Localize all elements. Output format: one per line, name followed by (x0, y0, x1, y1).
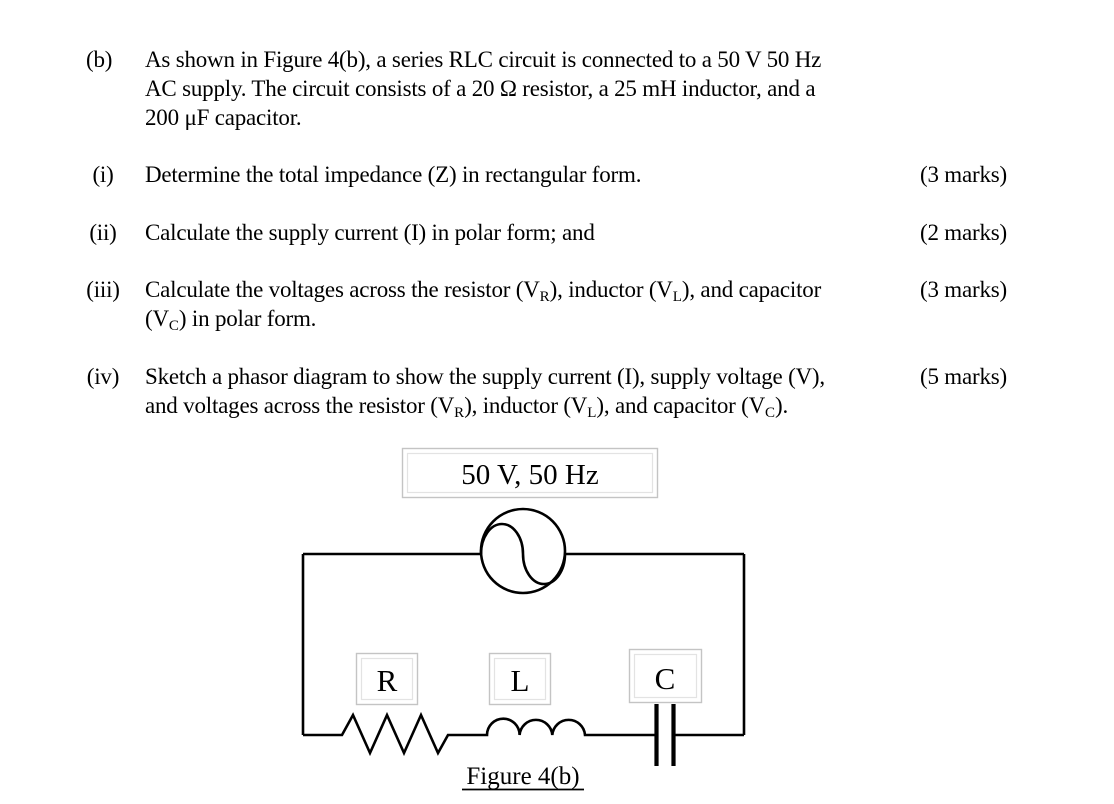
part-label: (b) (86, 47, 113, 72)
figure-caption-text: Figure 4(b) (466, 763, 579, 790)
item-iii-marks: (3 marks) (920, 277, 1007, 302)
text-segment: ), and capacitor (681, 277, 822, 302)
item-iii-line-1: Calculate the voltages across the resist… (145, 275, 935, 305)
ac-source-icon (479, 507, 567, 595)
resistor-box-outer (355, 652, 419, 706)
supply-label-box: 50 V, 50 Hz (401, 447, 659, 499)
text-segment: ), and capacitor (V (596, 393, 766, 418)
item-iv-line-1: Sketch a phasor diagram to show the supp… (145, 364, 825, 389)
item-iv-text: Sketch a phasor diagram to show the supp… (145, 362, 935, 421)
subscript-L: L (587, 405, 597, 421)
text-segment: (V (145, 306, 169, 331)
capacitor-icon (654, 704, 676, 766)
item-i-text: Determine the total impedance (Z) in rec… (145, 162, 642, 187)
rlc-circuit-figure: 50 V, 50 Hz R L (301, 447, 746, 791)
item-i-marks: (3 marks) (920, 162, 1007, 187)
intro-line-2: AC supply. The circuit consists of a 20 … (145, 76, 816, 101)
item-i-numeral: (i) (92, 162, 114, 187)
item-iv-numeral: (iv) (86, 364, 120, 389)
inductor-label: L (511, 663, 530, 698)
item-ii-marks: (2 marks) (920, 220, 1007, 245)
capacitor-box-inner (633, 653, 698, 699)
item-iv-line-2: and voltages across the resistor (VR), i… (145, 391, 935, 421)
item-iii-text: Calculate the voltages across the resist… (145, 275, 935, 334)
item-iii-numeral: (iii) (86, 277, 120, 302)
resistor-box-inner (360, 657, 414, 701)
question-intro: As shown in Figure 4(b), a series RLC ci… (145, 45, 821, 132)
inductor-box-inner (493, 657, 547, 701)
subscript-C: C (765, 405, 776, 421)
subscript-C: C (168, 318, 179, 334)
capacitor-label: C (655, 661, 676, 696)
inductor-label-box: L (488, 652, 552, 706)
supply-label: 50 V, 50 Hz (461, 459, 599, 491)
text-segment: ), inductor (V (549, 277, 673, 302)
resistor-label-box: R (355, 652, 419, 706)
text-segment: Calculate the voltages across the resist… (145, 277, 540, 302)
subscript-R: R (539, 289, 550, 305)
supply-label-box-outer (401, 447, 659, 499)
item-iii-line-2: (VC) in polar form. (145, 304, 935, 334)
text-segment: ). (775, 393, 789, 418)
sine-wave-icon (479, 522, 567, 586)
text-segment: ) in polar form. (178, 306, 317, 331)
item-iv-marks: (5 marks) (920, 364, 1007, 389)
item-ii-numeral: (ii) (89, 220, 117, 245)
capacitor-box-outer (628, 648, 703, 704)
subscript-L: L (672, 289, 682, 305)
inductor-box-outer (488, 652, 552, 706)
subscript-R: R (454, 405, 465, 421)
supply-label-box-inner (406, 452, 654, 494)
capacitor-label-box: C (628, 648, 703, 704)
intro-line-1: As shown in Figure 4(b), a series RLC ci… (145, 47, 822, 72)
figure-caption: Figure 4(b) (462, 763, 584, 791)
resistor-label: R (377, 663, 398, 698)
text-segment: and voltages across the resistor (V (145, 393, 455, 418)
text-segment: ), inductor (V (464, 393, 588, 418)
intro-line-3: 200 μF capacitor. (145, 105, 302, 130)
item-ii-text: Calculate the supply current (I) in pola… (145, 220, 595, 245)
resistor-inductor-run (303, 711, 655, 757)
